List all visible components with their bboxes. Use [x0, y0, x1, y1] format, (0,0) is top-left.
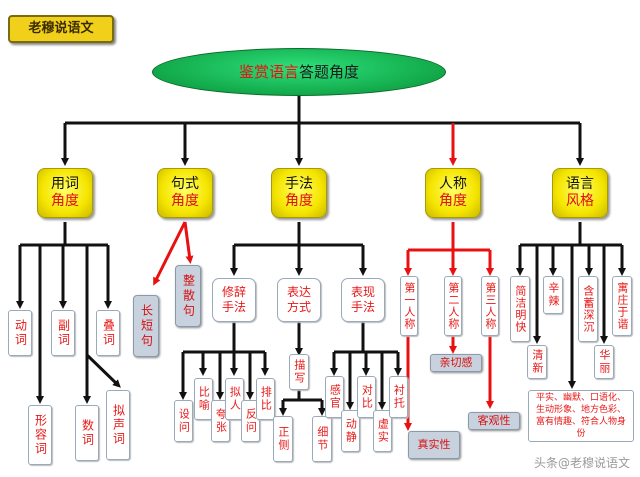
result-zhenshixing: 真实性 [408, 431, 460, 459]
category-sublabel: 角度 [171, 193, 199, 209]
leaf-disanrencheng: 第三人称 [481, 276, 499, 336]
leaf-nishengci: 拟声词 [106, 390, 130, 460]
category-label: 手法 [285, 175, 313, 192]
root-title-red: 鉴赏语言 [238, 62, 299, 81]
category-label: 句式 [171, 175, 199, 192]
leaf-xingrongci: 形容词 [28, 405, 52, 465]
node-biaoxian: 表现手法 [341, 278, 385, 322]
leaf-biyu: 比喻 [194, 378, 213, 420]
category-yongci: 用词 角度 [37, 168, 93, 218]
leaf-fanwen: 反问 [241, 400, 260, 442]
leaf-qingxin: 清新 [527, 345, 547, 379]
leaf-dongjing: 动静 [341, 410, 360, 452]
leaf-shuci: 数词 [75, 405, 99, 461]
watermark: 头条@老穆说语文 [533, 456, 630, 470]
node-xiuci: 修辞手法 [212, 278, 256, 322]
node-label: 表现手法 [350, 285, 375, 314]
category-label: 人称 [439, 175, 467, 192]
leaf-xushi: 虚实 [373, 410, 392, 452]
leaf-hanxushenchen: 含蓄深沉 [578, 276, 598, 342]
fengge-note: 平实、幽默、口语化、生动形象、地方色彩、富有情趣、符合人物身份 [528, 390, 634, 442]
leaf-xinla: 辛辣 [543, 276, 563, 314]
root-node: 鉴赏语言答题角度 [152, 48, 446, 96]
node-biaoda: 表达方式 [277, 278, 321, 322]
leaf-xijie: 细节 [312, 416, 332, 462]
result-keguanxing: 客观性 [468, 412, 520, 430]
leaf-jianjiemingkuai: 简洁明快 [510, 276, 530, 342]
category-label: 用词 [51, 175, 79, 192]
category-sublabel: 风格 [566, 193, 594, 209]
category-jushi: 句式 角度 [157, 168, 213, 218]
category-renchen: 人称 角度 [425, 168, 481, 218]
leaf-miaoxie: 描写 [289, 354, 309, 390]
leaf-niren: 拟人 [225, 378, 244, 420]
result-qinqiegan: 亲切感 [430, 354, 482, 372]
node-label: 表达方式 [286, 285, 311, 314]
category-sublabel: 角度 [285, 193, 313, 209]
leaf-diyirencheng: 第一人称 [400, 276, 418, 336]
leaf-zhengce: 正侧 [273, 416, 293, 462]
category-shoufa: 手法 角度 [271, 168, 327, 218]
leaf-changduanju: 长短句 [133, 295, 159, 357]
category-sublabel: 角度 [439, 193, 467, 209]
leaf-paibi: 排比 [256, 378, 275, 420]
leaf-huali: 华丽 [594, 345, 614, 379]
category-label: 语言 [566, 175, 594, 192]
leaf-shewen: 设问 [174, 400, 193, 442]
leaf-yuzhuangyuxie: 寓庄于谐 [612, 276, 632, 336]
leaf-fuci: 副词 [51, 310, 75, 356]
leaf-dongci: 动词 [8, 310, 32, 356]
leaf-chentuo: 衬托 [389, 376, 408, 418]
root-title: 答题角度 [299, 62, 360, 81]
author-tag: 老穆说语文 [8, 15, 114, 43]
category-fengge: 语言 风格 [552, 168, 608, 218]
leaf-zhengsanju: 整散句 [175, 265, 201, 327]
leaf-ganguan: 感官 [325, 376, 344, 418]
leaf-dieci: 叠词 [96, 310, 120, 356]
leaf-duibi: 对比 [357, 376, 376, 418]
category-sublabel: 角度 [51, 193, 79, 209]
node-label: 修辞手法 [221, 285, 246, 314]
leaf-dierrencheng: 第二人称 [444, 276, 462, 336]
